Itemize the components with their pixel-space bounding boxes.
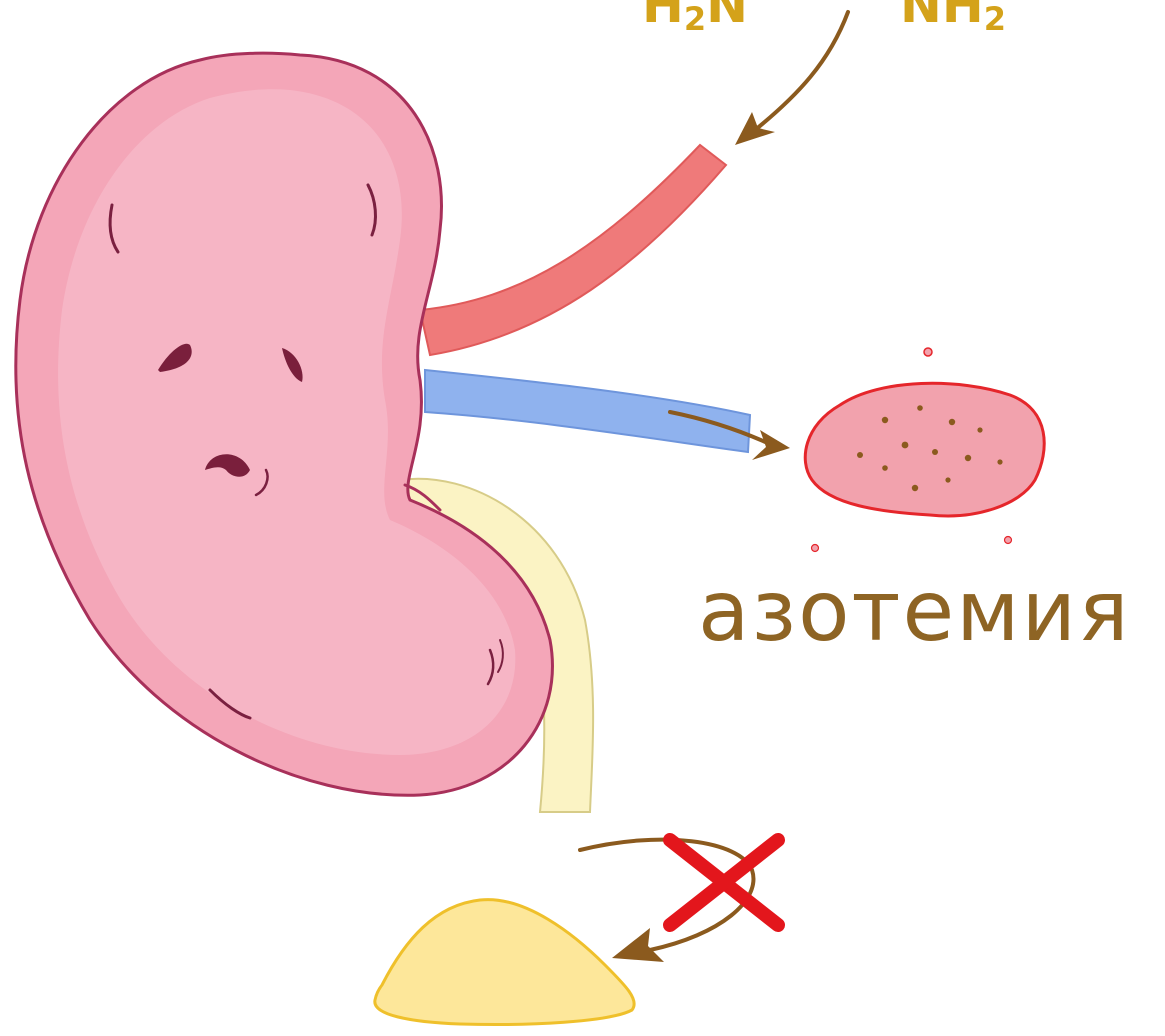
- blocked-urine-arrow: [580, 840, 753, 962]
- urine-output: [375, 900, 634, 1025]
- formula-left: H2N: [642, 0, 748, 38]
- formula-right: NH2: [900, 0, 1006, 38]
- urea-formula: H2N NH2: [642, 0, 1006, 38]
- renal-artery: [420, 145, 726, 355]
- renal-vein: [425, 370, 750, 452]
- cross-icon: [670, 840, 778, 925]
- azotemia-caption: азотемия: [698, 562, 1131, 660]
- sad-kidney-icon: [16, 53, 553, 795]
- nitrogen-rich-blood: [805, 348, 1044, 552]
- urea-inflow-arrow: [735, 12, 848, 145]
